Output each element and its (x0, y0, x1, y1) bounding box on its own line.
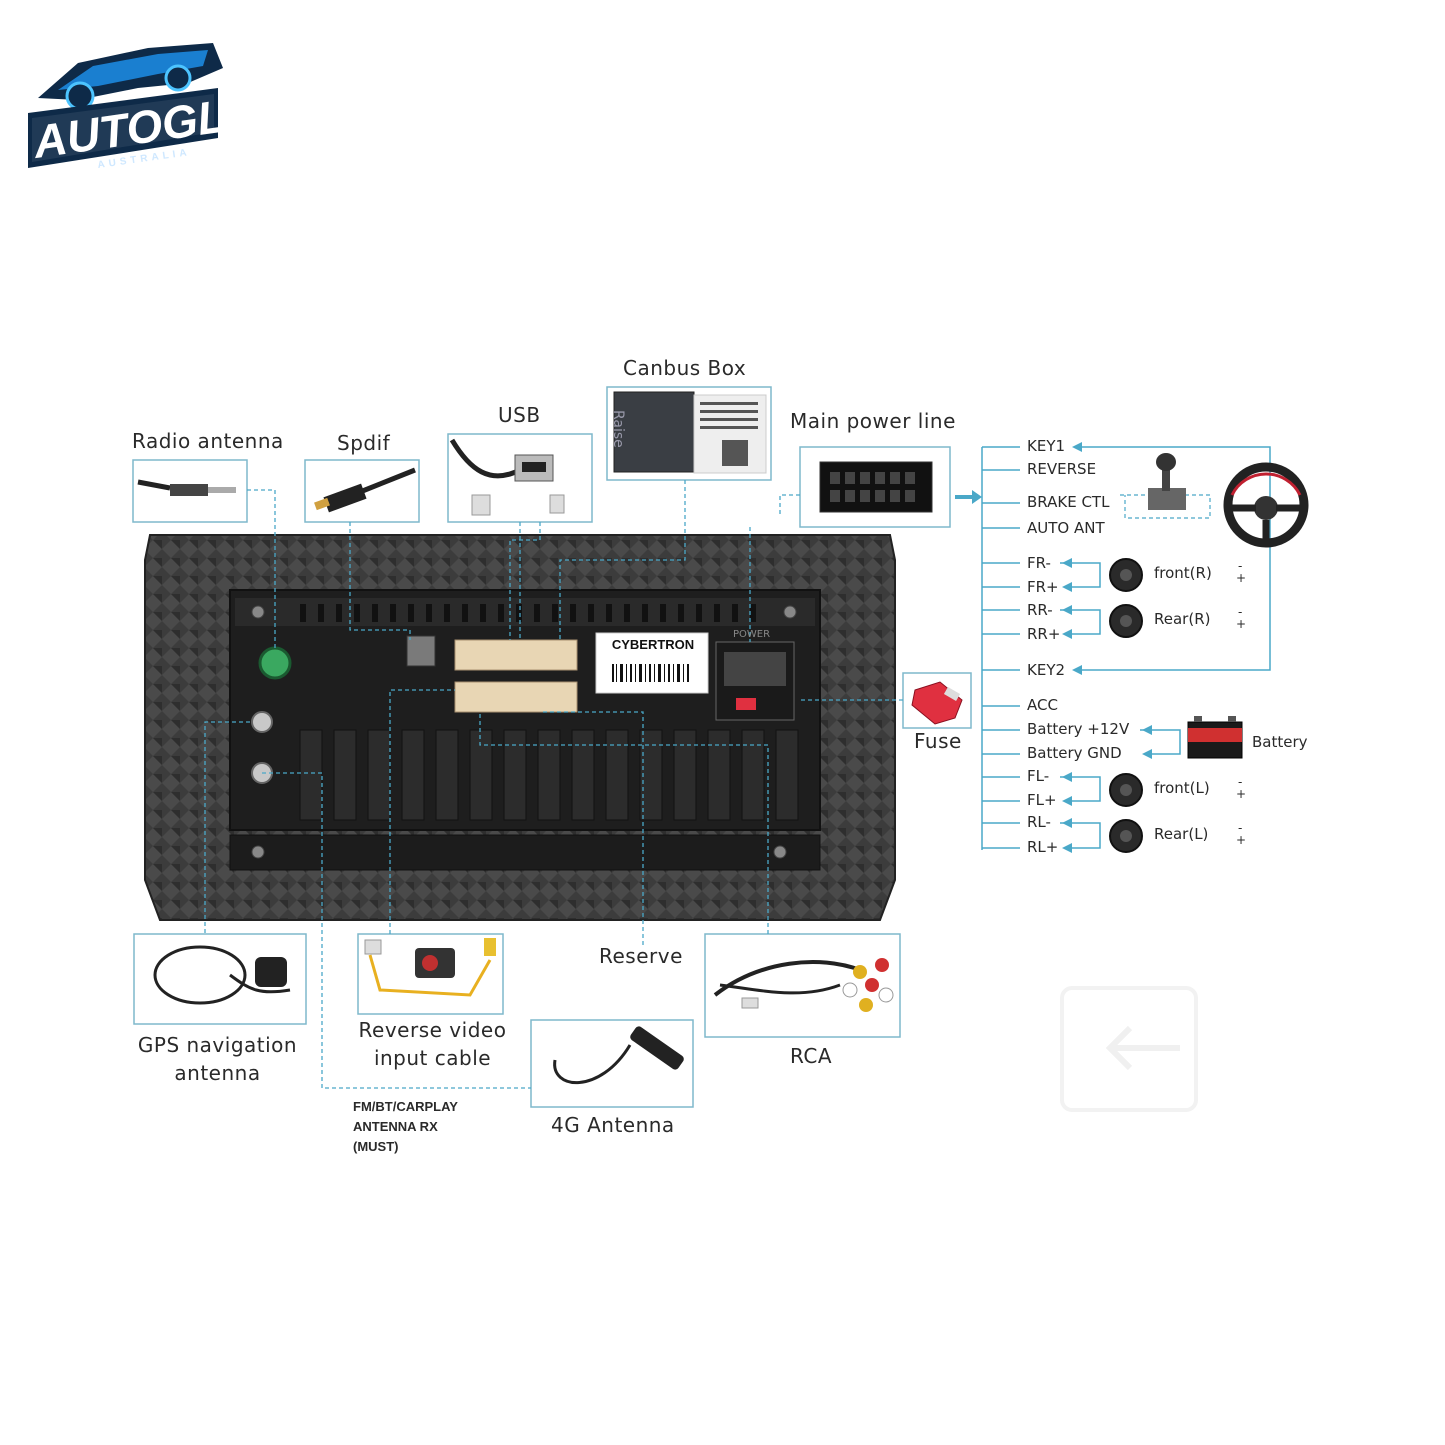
speaker-rear-l-plus: + (1236, 833, 1247, 847)
steering-wheel-icon (1223, 462, 1309, 548)
spdif-label: Spdif (337, 431, 391, 455)
fuse-graphic (911, 681, 963, 725)
wire-fr-plus: FR+ (1027, 578, 1059, 596)
battery-label: Battery (1252, 733, 1308, 751)
spdif-plug (314, 467, 416, 513)
fuse-slot (736, 698, 756, 710)
connector-bottom (454, 681, 578, 713)
speaker-front-l-plus: + (1236, 787, 1247, 801)
4g-antenna-label: 4G Antenna (551, 1113, 675, 1137)
speaker-front-r-minus: - (1238, 559, 1243, 573)
reverse-video-label-line1: Reverse video (358, 1018, 507, 1042)
fm-antenna-label-line1: FM/BT/CARPLAY (353, 1099, 458, 1114)
speaker-rear-l-label: Rear(L) (1154, 825, 1209, 843)
wire-battery-gnd: Battery GND (1027, 744, 1122, 762)
wire-battery-12v: Battery +12V (1027, 720, 1130, 738)
gps-antenna-graphic (153, 945, 291, 1005)
wire-acc: ACC (1027, 696, 1058, 714)
autoglo-logo: AUTOGLO AUSTRALIA (18, 28, 265, 178)
wire-key1: KEY1 (1027, 437, 1066, 455)
4g-antenna-graphic (553, 1026, 684, 1084)
gps-label-line2: antenna (174, 1061, 261, 1085)
cybertron-sticker-text: CYBERTRON (611, 637, 695, 652)
gps-jack (251, 711, 273, 733)
wire-reverse: REVERSE (1027, 460, 1097, 478)
wire-fl-plus: FL+ (1027, 791, 1057, 809)
speaker-rear-r-plus: + (1236, 617, 1247, 631)
main-power-line-label: Main power line (790, 409, 956, 433)
radio-antenna-plug (137, 479, 236, 496)
fm-antenna-label-line2: ANTENNA RX (353, 1119, 438, 1134)
radio-antenna-jack (258, 646, 292, 680)
wire-fl-minus: FL- (1027, 767, 1050, 785)
battery-icon (1187, 716, 1243, 759)
speaker-rear-l-minus: - (1238, 821, 1243, 835)
usb-label: USB (498, 403, 541, 427)
speaker-rear-r-minus: - (1238, 605, 1243, 619)
reverse-camera-graphic (364, 938, 496, 997)
speaker-rear-r-label: Rear(R) (1154, 610, 1211, 628)
wire-fr-minus: FR- (1027, 554, 1051, 572)
canbus-device (613, 391, 767, 474)
canbus-box-label: Canbus Box (623, 356, 747, 380)
logo-graphic: AUTOGLO AUSTRALIA (28, 43, 265, 171)
wire-key2: KEY2 (1027, 661, 1066, 679)
raise-text: Raise (610, 410, 626, 448)
power-port-text: POWER (733, 629, 771, 640)
reverse-video-label-line2: input cable (373, 1046, 492, 1070)
spdif-port (406, 635, 436, 667)
wire-auto-ant: AUTO ANT (1027, 519, 1105, 537)
radio-antenna-label: Radio antenna (132, 429, 284, 453)
speaker-front-l-minus: - (1238, 775, 1243, 789)
wire-rr-plus: RR+ (1027, 625, 1061, 643)
unit-sticker (595, 632, 709, 694)
fuse-label: Fuse (914, 729, 962, 753)
gps-label-line1: GPS navigation (137, 1033, 298, 1057)
head-unit-panel (144, 534, 896, 921)
gear-shifter-icon (1148, 453, 1186, 510)
fm-antenna-label-line3: (MUST) (353, 1139, 399, 1154)
usb-plug (449, 438, 565, 516)
wire-rl-minus: RL- (1027, 813, 1051, 831)
speaker-front-r-label: front(R) (1154, 564, 1212, 582)
wire-rl-plus: RL+ (1027, 838, 1059, 856)
connector-top (454, 639, 578, 671)
main-power-plug (819, 461, 982, 513)
rca-label: RCA (790, 1044, 833, 1068)
speaker-front-l-label: front(L) (1154, 779, 1210, 797)
back-arrow-icon (1060, 986, 1198, 1112)
wire-brake-ctl: BRAKE CTL (1027, 493, 1110, 511)
speaker-front-r-plus: + (1236, 571, 1247, 585)
rca-cable-graphic (713, 958, 894, 1012)
reserve-label: Reserve (599, 944, 683, 968)
wire-rr-minus: RR- (1027, 601, 1053, 619)
